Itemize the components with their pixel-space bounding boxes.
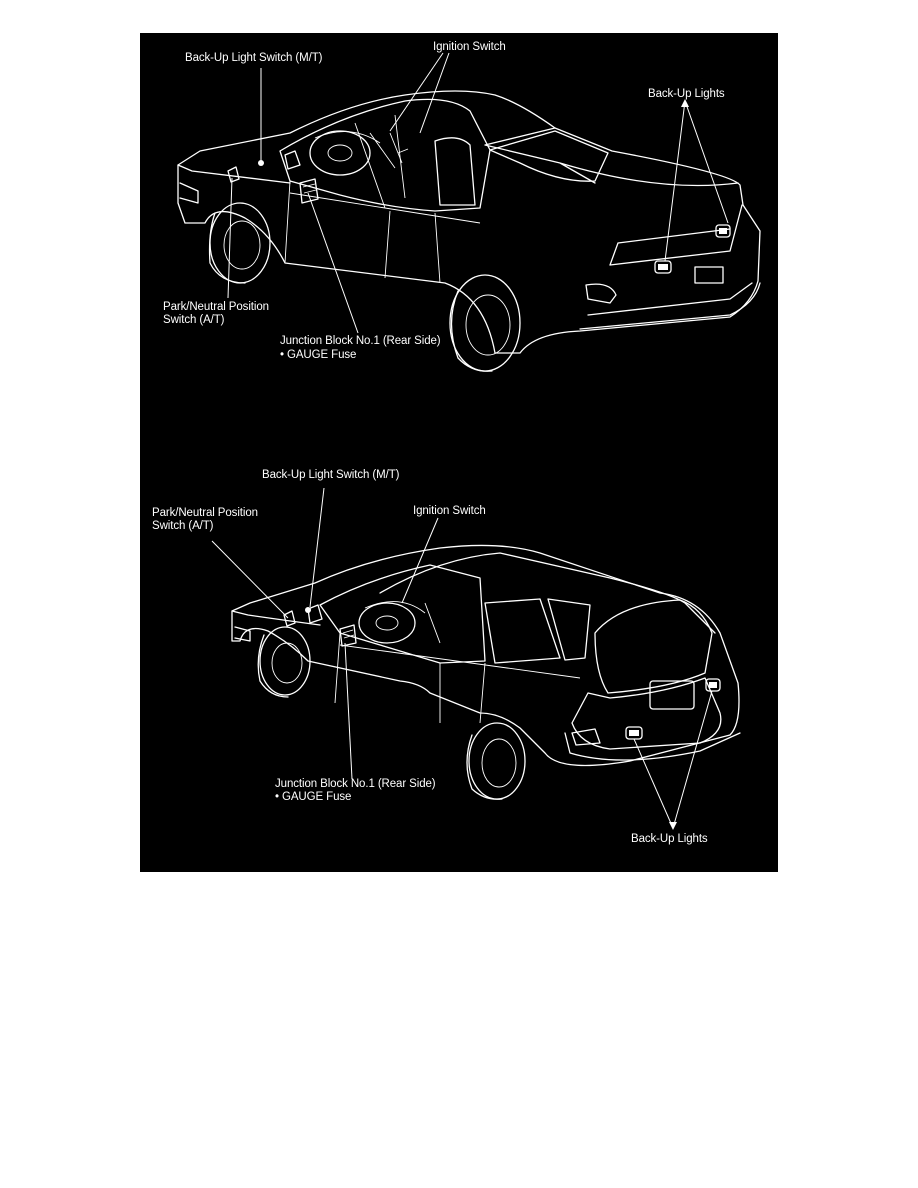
wagon-greenhouse <box>319 564 486 664</box>
wagon-leader-lines <box>211 487 713 830</box>
wagon-park-neutral-label-1: Park/Neutral Position <box>152 507 258 519</box>
wagon-ignition-switch-label: Ignition Switch <box>413 505 486 517</box>
sedan-right-backup-lamp <box>715 224 731 238</box>
wagon-plate <box>649 680 695 710</box>
wagon-rear-bumper <box>564 732 741 761</box>
wagon-park-neutral-label-2: Switch (A/T) <box>152 520 214 532</box>
wagon-mirror <box>307 604 323 624</box>
diagram-drawing <box>177 52 761 830</box>
sedan-rear-door-window <box>434 137 476 206</box>
sedan-plate <box>694 266 724 284</box>
wagon-front-end <box>231 610 321 642</box>
wagon-rear-glass <box>594 599 713 694</box>
sedan-greenhouse <box>279 98 491 212</box>
sedan-mirror <box>284 150 301 170</box>
sedan-left-backup-lamp <box>654 260 672 274</box>
sedan-backup-lights-label: Back-Up Lights <box>648 88 725 100</box>
sedan-tail-panel <box>609 204 743 266</box>
sedan-rear-bumper <box>579 282 761 330</box>
wagon-junction-label-1: Junction Block No.1 (Rear Side) <box>275 778 436 790</box>
sedan-front-end <box>177 164 291 204</box>
wagon-rear-wheel <box>468 722 526 800</box>
sedan-backup-switch-label: Back-Up Light Switch (M/T) <box>185 52 323 64</box>
sedan-park-neutral-label-2: Switch (A/T) <box>163 314 225 326</box>
sedan-junction-block <box>299 178 319 204</box>
wagon-steering-wheel <box>358 602 416 644</box>
sedan-door-lines <box>284 180 481 284</box>
sedan-illustration <box>177 90 761 372</box>
diagram-panel: Back-Up Light Switch (M/T) Ignition Swit… <box>140 33 778 872</box>
wagon-illustration <box>231 544 741 800</box>
sedan-steering-wheel <box>309 130 371 176</box>
wagon-junction-label-2: • GAUGE Fuse <box>275 791 352 803</box>
wagon-backup-lights-label: Back-Up Lights <box>631 833 708 845</box>
wagon-front-wheel <box>259 626 311 696</box>
wagon-door-lines <box>334 632 581 724</box>
sedan-junction-label-1: Junction Block No.1 (Rear Side) <box>280 335 441 347</box>
wagon-roof <box>379 552 716 634</box>
sedan-junction-label-2: • GAUGE Fuse <box>280 349 357 361</box>
wagon-right-backup-lamp <box>705 678 721 692</box>
sedan-body-outline <box>177 90 761 354</box>
wagon-side-windows <box>484 598 591 664</box>
sedan-rear-wheel <box>449 274 521 372</box>
wagon-junction-block <box>339 624 357 647</box>
sedan-park-neutral-label-1: Park/Neutral Position <box>163 301 269 313</box>
sedan-rear-window <box>489 130 609 182</box>
sedan-trunk <box>484 127 739 187</box>
wagon-backup-switch-label: Back-Up Light Switch (M/T) <box>262 469 400 481</box>
wagon-tailgate <box>571 677 722 750</box>
sedan-ignition-switch-label: Ignition Switch <box>433 41 506 53</box>
sedan-leader-lines <box>227 52 729 334</box>
wagon-body-outline <box>231 544 740 767</box>
